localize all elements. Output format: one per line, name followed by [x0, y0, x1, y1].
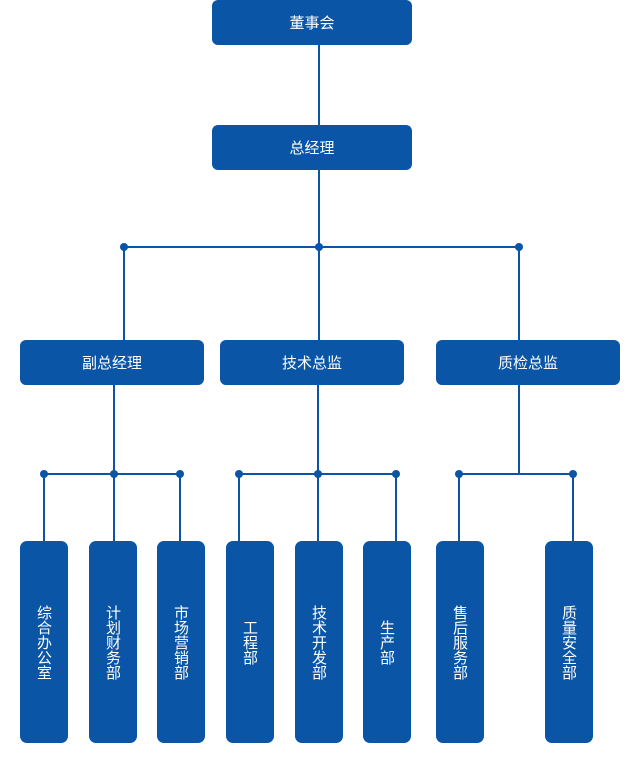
junction-dot — [40, 470, 48, 478]
dept-tech-development: 技术开发部 — [295, 541, 343, 743]
qc-director-node: 质检总监 — [436, 340, 620, 385]
qc-director-label: 质检总监 — [497, 354, 558, 372]
dept-label: 售后服务部 — [451, 604, 469, 680]
ceo-label: 总经理 — [289, 139, 335, 157]
junction-dot — [314, 470, 322, 478]
tech-director-node: 技术总监 — [220, 340, 404, 385]
dept-label: 计划财务部 — [104, 604, 122, 680]
tech-director-label: 技术总监 — [281, 354, 342, 372]
deputy-manager-node: 副总经理 — [20, 340, 204, 385]
dept-planning-finance: 计划财务部 — [89, 541, 137, 743]
junction-dot — [315, 243, 323, 251]
dept-label: 工程部 — [241, 619, 259, 665]
board-label: 董事会 — [289, 14, 335, 32]
junction-dot — [455, 470, 463, 478]
junction-dot — [110, 470, 118, 478]
junction-dot — [176, 470, 184, 478]
junction-dot — [569, 470, 577, 478]
dept-engineering: 工程部 — [226, 541, 274, 743]
deputy-manager-label: 副总经理 — [81, 354, 142, 372]
board-node: 董事会 — [212, 0, 412, 45]
dept-label: 技术开发部 — [310, 604, 328, 680]
junction-dot — [120, 243, 128, 251]
dept-quality-safety: 质量安全部 — [545, 541, 593, 743]
junction-dot — [515, 243, 523, 251]
dept-label: 生产部 — [378, 619, 396, 665]
dept-marketing: 市场营销部 — [157, 541, 205, 743]
dept-label: 质量安全部 — [560, 604, 578, 680]
dept-after-sales: 售后服务部 — [436, 541, 484, 743]
dept-general-office: 综合办公室 — [20, 541, 68, 743]
dept-label: 市场营销部 — [172, 604, 190, 680]
dept-production: 生产部 — [363, 541, 411, 743]
ceo-node: 总经理 — [212, 125, 412, 170]
junction-dot — [235, 470, 243, 478]
dept-label: 综合办公室 — [35, 604, 53, 680]
junction-dot — [392, 470, 400, 478]
